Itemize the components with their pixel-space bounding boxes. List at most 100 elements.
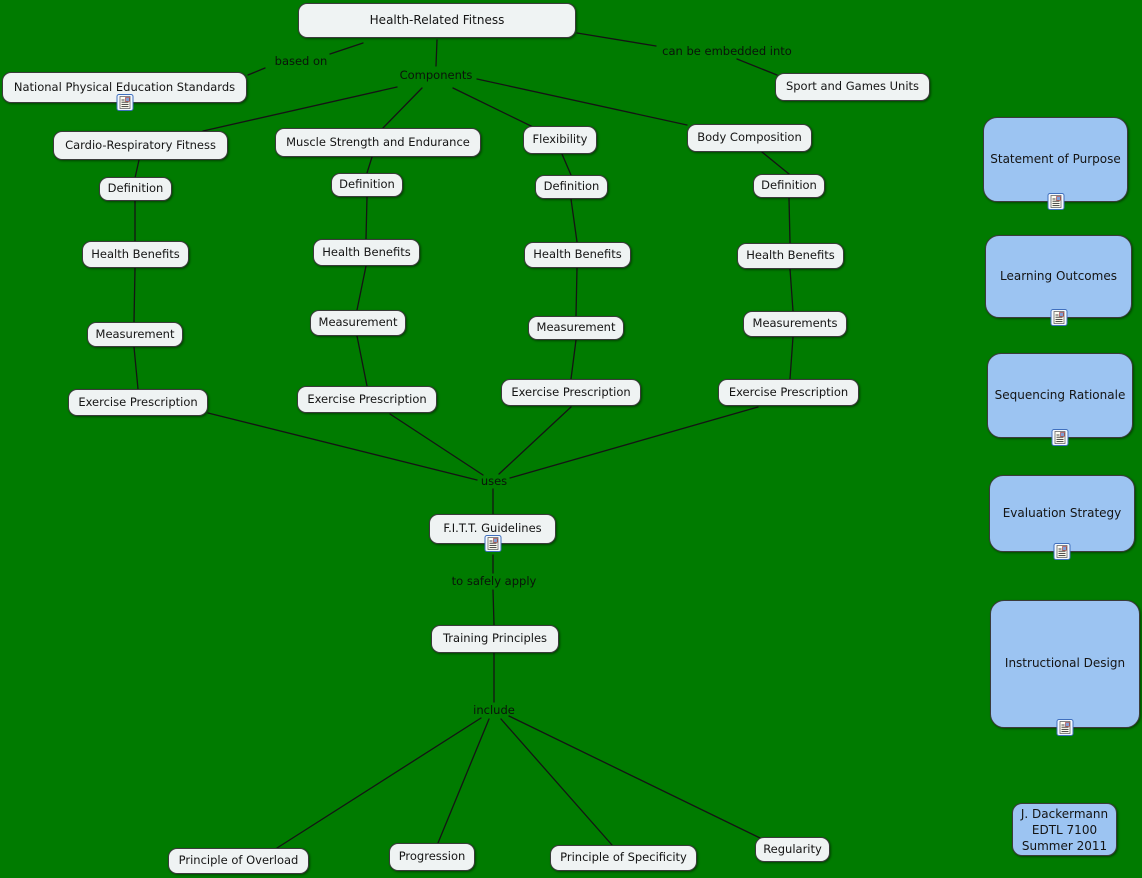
resource-icon[interactable] — [1051, 429, 1069, 446]
node-label: Training Principles — [442, 631, 548, 646]
sidebar-card-label: Sequencing Rationale — [994, 387, 1126, 402]
node-progression[interactable]: Progression — [389, 843, 475, 871]
connector-line — [276, 717, 482, 849]
sidebar-card-label: Statement of Purpose — [990, 151, 1121, 166]
resource-icon[interactable] — [1056, 719, 1074, 736]
node-label: Definition — [339, 177, 395, 192]
node-exercise-prescription-body[interactable]: Exercise Prescription — [718, 379, 859, 406]
node-sport-and-games-units[interactable]: Sport and Games Units — [775, 73, 930, 101]
connector-line — [435, 39, 438, 67]
node-training-principles[interactable]: Training Principles — [431, 625, 559, 653]
node-definition-body[interactable]: Definition — [753, 174, 825, 198]
node-label: Measurements — [752, 316, 838, 331]
connector-line — [570, 198, 578, 243]
node-health-benefits-body[interactable]: Health Benefits — [737, 243, 844, 269]
connector-line — [207, 412, 478, 481]
node-label: Exercise Prescription — [78, 394, 198, 409]
node-label: Health Benefits — [533, 247, 622, 262]
node-measurement-cardio[interactable]: Measurement — [87, 322, 183, 347]
connector-line — [476, 78, 688, 126]
linking-phrase-can-be-embedded-into[interactable]: can be embedded into — [662, 44, 792, 58]
node-definition-cardio[interactable]: Definition — [99, 177, 172, 201]
node-label: Definition — [107, 181, 164, 196]
node-label: Health Benefits — [322, 244, 411, 259]
sidebar-card-label: Learning Outcomes — [1000, 268, 1117, 283]
node-label: Measurement — [318, 315, 398, 330]
connector-line — [365, 196, 368, 240]
credit-term: Summer 2011 — [1021, 838, 1108, 853]
credit-author: J. Dackermann — [1020, 806, 1109, 821]
sidebar-card-statement-of-purpose[interactable]: Statement of Purpose — [983, 117, 1128, 210]
node-principle-of-overload[interactable]: Principle of Overload — [168, 848, 309, 874]
node-label: Exercise Prescription — [307, 391, 427, 406]
connector-line — [500, 718, 613, 846]
node-label: Regularity — [763, 841, 822, 856]
connector-line — [329, 42, 364, 55]
node-label: Body Composition — [697, 130, 802, 145]
node-cardio-respiratory-fitness[interactable]: Cardio-Respiratory Fitness — [53, 131, 228, 160]
node-label: Progression — [398, 849, 466, 864]
connector-line — [366, 156, 373, 174]
credit-course: EDTL 7100 — [1031, 822, 1098, 837]
node-national-physical-education-standards[interactable]: National Physical Education Standards — [2, 72, 247, 111]
sidebar-card-instructional-design[interactable]: Instructional Design — [990, 600, 1140, 736]
linking-phrase-based-on[interactable]: based on — [274, 54, 328, 68]
credit-box[interactable]: J. Dackermann EDTL 7100 Summer 2011 — [1012, 803, 1117, 856]
connector-line — [509, 406, 759, 479]
sidebar-card-learning-outcomes[interactable]: Learning Outcomes — [985, 235, 1132, 326]
connector-line — [437, 718, 490, 844]
node-flexibility[interactable]: Flexibility — [523, 126, 597, 154]
connector-line — [133, 267, 136, 323]
linking-phrase-uses[interactable]: uses — [480, 474, 508, 488]
connector-line — [356, 265, 367, 311]
connector-line — [570, 339, 577, 380]
node-health-benefits-flexibility[interactable]: Health Benefits — [524, 242, 631, 268]
sidebar-card-label: Evaluation Strategy — [1002, 505, 1122, 520]
connector-line — [133, 346, 139, 390]
node-definition-muscle[interactable]: Definition — [331, 173, 403, 197]
resource-icon[interactable] — [1050, 309, 1067, 326]
connector-line — [202, 86, 398, 132]
linking-phrase-components[interactable]: Components — [399, 68, 473, 82]
connector-line — [789, 336, 794, 380]
node-fitt-guidelines[interactable]: F.I.T.T. Guidelines — [429, 514, 556, 552]
node-exercise-prescription-muscle[interactable]: Exercise Prescription — [297, 386, 437, 413]
node-health-benefits-cardio[interactable]: Health Benefits — [82, 241, 189, 268]
node-label: National Physical Education Standards — [13, 79, 236, 94]
linking-phrase-include[interactable]: include — [473, 703, 515, 717]
node-definition-flexibility[interactable]: Definition — [535, 175, 608, 199]
connector-line — [492, 589, 495, 626]
node-muscle-strength-and-endurance[interactable]: Muscle Strength and Endurance — [275, 128, 481, 157]
resource-icon[interactable] — [1047, 193, 1064, 210]
node-body-composition[interactable]: Body Composition — [687, 124, 812, 152]
node-measurements-body[interactable]: Measurements — [743, 311, 847, 337]
node-label: F.I.T.T. Guidelines — [443, 521, 542, 536]
sidebar-card-sequencing-rationale[interactable]: Sequencing Rationale — [987, 353, 1133, 446]
node-health-related-fitness[interactable]: Health-Related Fitness — [298, 3, 576, 38]
node-label: Muscle Strength and Endurance — [286, 134, 470, 149]
connector-line — [736, 58, 778, 76]
connector-line — [788, 197, 791, 244]
resource-icon[interactable] — [116, 94, 133, 111]
connector-line — [789, 268, 794, 312]
sidebar-card-evaluation-strategy[interactable]: Evaluation Strategy — [989, 475, 1135, 560]
node-label: Sport and Games Units — [785, 79, 920, 94]
node-exercise-prescription-cardio[interactable]: Exercise Prescription — [68, 389, 208, 416]
connector-line — [561, 153, 572, 176]
node-health-benefits-muscle[interactable]: Health Benefits — [313, 239, 420, 266]
node-measurement-flexibility[interactable]: Measurement — [528, 316, 624, 340]
node-label: Cardio-Respiratory Fitness — [65, 137, 216, 152]
node-measurement-muscle[interactable]: Measurement — [310, 310, 406, 336]
node-exercise-prescription-flexibility[interactable]: Exercise Prescription — [501, 379, 641, 406]
linking-phrase-to-safely-apply[interactable]: to safely apply — [451, 574, 537, 588]
connector-line — [761, 151, 790, 175]
node-principle-of-specificity[interactable]: Principle of Specificity — [550, 845, 697, 871]
resource-icon[interactable] — [484, 535, 501, 552]
connector-line — [247, 67, 266, 76]
connector-line — [508, 715, 761, 839]
resource-icon[interactable] — [1053, 543, 1071, 560]
node-label: Exercise Prescription — [511, 384, 631, 399]
node-regularity[interactable]: Regularity — [755, 837, 830, 862]
connector-line — [382, 87, 423, 129]
